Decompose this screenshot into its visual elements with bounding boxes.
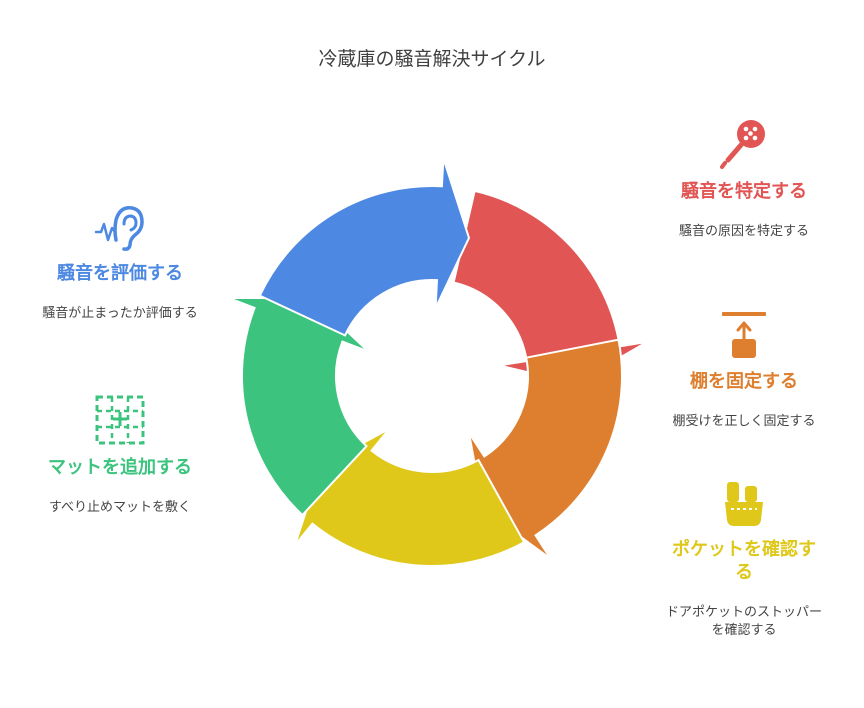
step-evaluate-description: 騒音が止まったか評価する: [42, 306, 198, 321]
arrow-fix-shelf: [468, 338, 623, 560]
step-identify-description: 騒音の原因を特定する: [678, 224, 809, 239]
step-add-mat-description: すべり止めマットを敷く: [48, 500, 192, 515]
step-check-pocket-description: ドアポケットのストッパーを確認する: [665, 605, 822, 638]
step-evaluate-title: 騒音を評価する: [57, 263, 183, 284]
step-add-mat-title: マットを追加する: [48, 457, 192, 478]
step-check-pocket-title: ポケットを確認する: [672, 539, 816, 583]
step-evaluate: 騒音を評価する 騒音が止まったか評価する: [40, 200, 200, 323]
grid-mat-icon: [95, 395, 145, 445]
step-add-mat: マットを追加する すべり止めマットを敷く: [40, 394, 200, 517]
step-fix-shelf-description: 棚受けを正しく固定する: [672, 414, 816, 429]
arrow-evaluate: [258, 157, 471, 337]
step-identify: 騒音を特定する 騒音の原因を特定する: [664, 118, 824, 241]
step-fix-shelf: 棚を固定する 棚受けを正しく固定する: [664, 310, 824, 431]
step-check-pocket: ポケットを確認する ドアポケットのストッパーを確認する: [664, 478, 824, 640]
microphone-icon: [720, 120, 765, 169]
shelf-bracket-icon: [722, 312, 766, 358]
diagram-title: 冷蔵庫の騒音解決サイクル: [318, 48, 546, 70]
door-pocket-icon: [725, 482, 763, 526]
arrow-add-mat: [228, 296, 370, 517]
step-identify-title: 騒音を特定する: [681, 181, 807, 202]
ear-icon: [94, 206, 144, 251]
step-fix-shelf-title: 棚を固定する: [690, 371, 798, 392]
